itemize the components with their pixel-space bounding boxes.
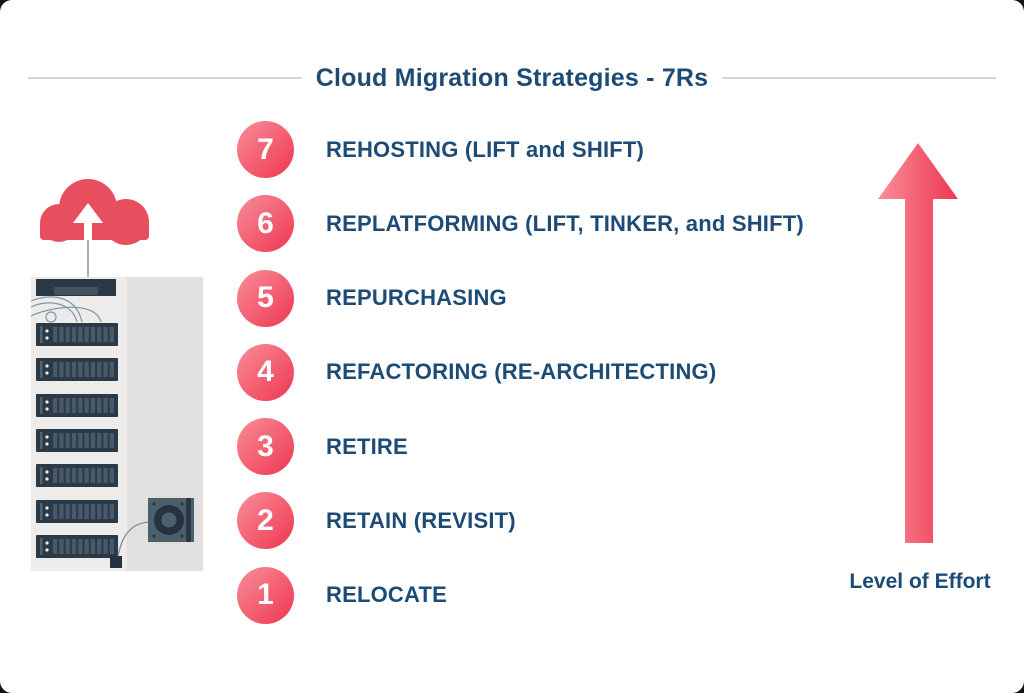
up-arrow-icon (878, 143, 958, 543)
strategy-item: 6 REPLATFORMING (LIFT, TINKER, and SHIFT… (237, 195, 804, 253)
server-unit (36, 464, 118, 487)
strategy-item: 7 REHOSTING (LIFT and SHIFT) (237, 121, 804, 178)
step-label: RELOCATE (326, 582, 447, 608)
step-label: REPURCHASING (326, 285, 507, 311)
step-number-badge: 4 (237, 343, 294, 401)
cloud-upload-icon (40, 179, 149, 277)
step-label: RETIRE (326, 433, 408, 459)
step-label: REPLATFORMING (LIFT, TINKER, and SHIFT) (326, 210, 804, 236)
step-label: REHOSTING (LIFT and SHIFT) (326, 136, 645, 162)
server-unit (36, 500, 118, 523)
effort-axis-label: Level of Effort (849, 570, 991, 593)
server-unit (36, 394, 118, 417)
strategy-item: 2 RETAIN (REVISIT) (237, 492, 804, 550)
strategy-item: 3 RETIRE (237, 418, 804, 476)
cables (30, 296, 102, 323)
title-divider-right (722, 77, 996, 79)
step-number-badge: 7 (237, 121, 294, 178)
strategy-item: 5 REPURCHASING (237, 269, 804, 327)
step-number-badge: 1 (237, 566, 294, 624)
step-number-badge: 6 (237, 195, 294, 253)
server-unit (36, 535, 118, 558)
page-title: Cloud Migration Strategies - 7Rs (315, 63, 709, 92)
step-label: REFACTORING (RE-ARCHITECTING) (326, 359, 717, 385)
server-unit (36, 323, 118, 346)
strategy-item: 1 RELOCATE (237, 566, 804, 624)
step-number-badge: 2 (237, 492, 294, 550)
step-number-badge: 5 (237, 269, 294, 327)
strategy-item: 4 REFACTORING (RE-ARCHITECTING) (237, 343, 804, 401)
cooling-fan-icon (110, 498, 194, 568)
server-rack-illustration (30, 179, 203, 571)
step-number-badge: 3 (237, 418, 294, 476)
title-divider-left (28, 77, 302, 79)
header: Cloud Migration Strategies - 7Rs (28, 62, 996, 94)
server-unit (36, 358, 118, 381)
step-label: RETAIN (REVISIT) (326, 507, 516, 533)
strategy-list: 7 REHOSTING (LIFT and SHIFT) 6 REPLATFOR… (237, 121, 804, 624)
server-unit (36, 429, 118, 452)
